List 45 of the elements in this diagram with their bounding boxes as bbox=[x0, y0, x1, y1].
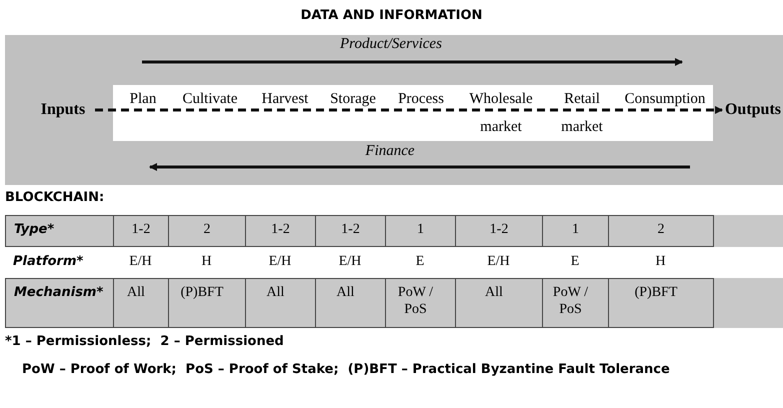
table-cell-text: E/H bbox=[486, 253, 511, 271]
stage-label: Storage bbox=[329, 90, 377, 109]
stage-label: Process bbox=[397, 90, 445, 109]
title: DATA AND INFORMATION bbox=[300, 8, 484, 23]
row-header: Mechanism* bbox=[5, 278, 114, 328]
stage-label: Wholesale market bbox=[468, 90, 534, 137]
flow-endpoint-label: Inputs bbox=[33, 99, 93, 121]
table-cell: 1-2 bbox=[455, 215, 543, 247]
flow-label: Finance bbox=[364, 143, 416, 160]
footnote: PoW – Proof of Work; PoS – Proof of Stake; (P)BFT – Practical Byzantine Fault Tolerance bbox=[22, 362, 670, 377]
table-cell: All bbox=[315, 278, 386, 328]
table-cell: 1-2 bbox=[315, 215, 386, 247]
table-cell: 1-2 bbox=[113, 215, 169, 247]
table-cell-text: E bbox=[414, 253, 426, 271]
stage-label: Harvest bbox=[260, 90, 310, 109]
table-cell: 1 bbox=[385, 215, 456, 247]
stage-label: Retail market bbox=[560, 90, 604, 137]
table-cell: (P)BFT bbox=[608, 278, 714, 328]
table-cell: All bbox=[113, 278, 169, 328]
stage-label: Plan bbox=[128, 90, 158, 109]
table-cell-text: H bbox=[654, 253, 667, 271]
table-cell: 1-2 bbox=[245, 215, 316, 247]
table-cell: 2 bbox=[608, 215, 714, 247]
table-cell: All bbox=[245, 278, 316, 328]
table-cell: All bbox=[455, 278, 543, 328]
section-heading: BLOCKCHAIN: bbox=[5, 190, 104, 205]
dashed-arrow bbox=[95, 106, 723, 114]
stage-label: Cultivate bbox=[182, 90, 238, 109]
table-cell: (P)BFT bbox=[168, 278, 246, 328]
stage-label: Consumption bbox=[624, 90, 706, 109]
table-cell-text: E/H bbox=[128, 253, 153, 271]
table-cell: PoW / PoS bbox=[542, 278, 609, 328]
diagram-band bbox=[5, 35, 783, 185]
table-cell-text: E/H bbox=[268, 253, 292, 271]
table-cell-text: E/H bbox=[338, 253, 362, 271]
flow-label: Product/Services bbox=[340, 36, 440, 53]
table-cell-text: E bbox=[570, 253, 580, 271]
flow-endpoint-label: Outputs bbox=[723, 99, 783, 121]
row-header: Type* bbox=[5, 215, 114, 247]
table-cell: 1 bbox=[542, 215, 609, 247]
table-cell-text: H bbox=[200, 253, 213, 271]
row-header: Platform* bbox=[12, 253, 84, 271]
table-cell: 2 bbox=[168, 215, 246, 247]
footnote: *1 – Permissionless; 2 – Permissioned bbox=[5, 334, 284, 349]
table-cell: PoW / PoS bbox=[385, 278, 456, 328]
